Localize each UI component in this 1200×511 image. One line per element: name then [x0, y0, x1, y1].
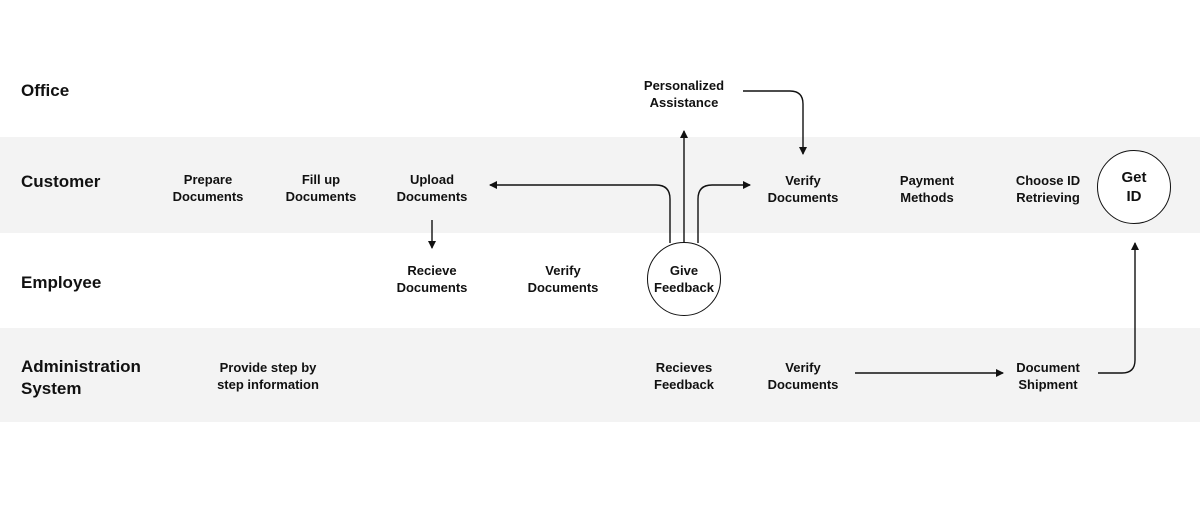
node-fill-up-documents: Fill up Documents [285, 172, 357, 204]
lane-label-employee: Employee [21, 273, 102, 292]
node-verify-documents-admin: Verify Documents [767, 360, 839, 392]
lane-label-customer: Customer [21, 172, 101, 191]
arrow-shipment-to-getid [1098, 242, 1139, 374]
node-get-id: Get ID [1097, 150, 1171, 224]
node-payment-methods: Payment Methods [899, 173, 955, 205]
node-provide-step-information: Provide step by step information [217, 360, 319, 392]
node-choose-id-retrieving: Choose ID Retrieving [1015, 173, 1081, 205]
arrow-assistance-to-verify [743, 90, 807, 155]
node-give-feedback: Give Feedback [647, 242, 721, 316]
node-recieves-feedback: Recieves Feedback [654, 360, 714, 392]
node-upload-documents: Upload Documents [396, 172, 468, 204]
lane-label-administration-system: Administration System [21, 357, 141, 398]
arrow-feedback-to-verify [697, 181, 751, 243]
node-verify-documents-employee: Verify Documents [527, 263, 599, 295]
arrow-feedback-to-upload [489, 181, 671, 243]
node-document-shipment: Document Shipment [1016, 360, 1080, 392]
lane-label-office: Office [21, 81, 70, 100]
node-personalized-assistance: Personalized Assistance [643, 78, 725, 110]
node-verify-documents-customer: Verify Documents [767, 173, 839, 205]
node-prepare-documents: Prepare Documents [172, 172, 244, 204]
node-recieve-documents: Recieve Documents [396, 263, 468, 295]
